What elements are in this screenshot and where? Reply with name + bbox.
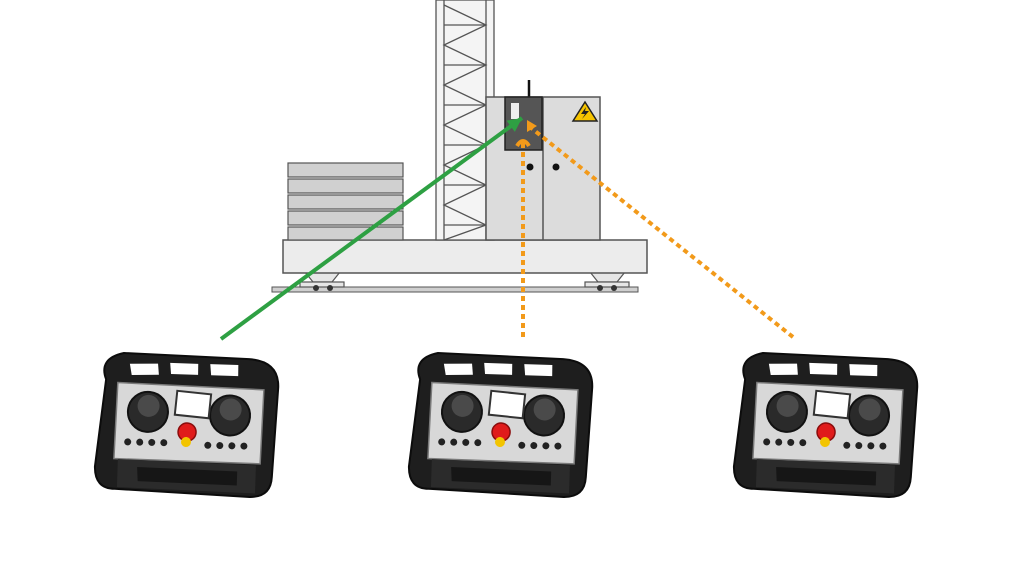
radio-remote-controller-icon: [404, 343, 599, 507]
counterweight-stack: [287, 162, 404, 241]
tower-crane-base-icon: [271, 0, 648, 293]
base-platform: [282, 239, 648, 274]
high-voltage-warning-icon: [571, 100, 599, 122]
radio-remote-controller-icon: [90, 343, 285, 507]
radio-remote-controller-icon: [729, 343, 924, 507]
link-arrowhead-remote-left: [506, 118, 522, 132]
ground-rail: [271, 286, 639, 293]
link-remote-left: [219, 116, 524, 341]
radio-links: [219, 116, 795, 341]
link-remote-right: [528, 125, 795, 339]
cabinet-handle-left: [526, 163, 534, 171]
base-feet: [299, 271, 630, 288]
lattice-mast: [435, 0, 495, 241]
remote-left[interactable]: [90, 343, 285, 507]
remote-center[interactable]: [404, 343, 599, 507]
receiver-unit: [504, 80, 543, 151]
base-wheels: [313, 285, 617, 291]
cabinet-handle-right: [552, 163, 560, 171]
remote-right[interactable]: [729, 343, 924, 507]
